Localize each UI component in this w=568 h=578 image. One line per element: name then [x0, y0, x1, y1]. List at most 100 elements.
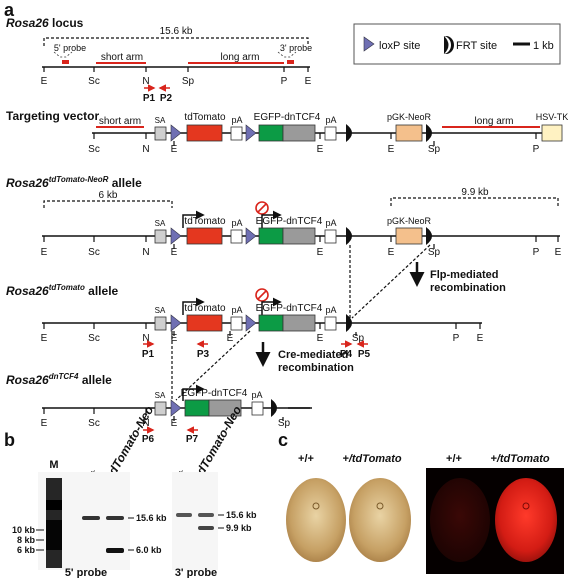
allele-neo-site-8: P: [533, 247, 540, 258]
frt-icon: [271, 399, 277, 417]
allele-neo-site-5: E: [317, 247, 324, 258]
flp-line1: Flp-mediated: [430, 269, 498, 281]
vector-site-3: E: [171, 144, 178, 155]
allele-neo-tdtomato: tdTomato: [184, 216, 226, 227]
fl-label-wt: +/+: [446, 453, 462, 465]
allele-dn-egfp: EGFP-dnTCF4: [181, 388, 248, 399]
cre-line2: recombination: [278, 362, 354, 374]
allele-neo-row: Rosa26tdTomato-NeoR allele 6 kb 9.9 kb S…: [6, 175, 562, 258]
band-5prime-6kb: [106, 548, 124, 553]
allele-td-title-sup: tdTomato: [49, 283, 85, 292]
vector-long-arm-label: long arm: [475, 116, 514, 127]
band-3prime-wt: [176, 513, 192, 517]
allele-td-pa-1: pA: [231, 305, 242, 315]
allele-neo-site-2: Sc: [88, 247, 100, 258]
allele-neo-site-7: Sp: [428, 247, 441, 258]
allele-neo-pgkneo: pGK-NeoR: [387, 216, 432, 226]
bf-label-het: +/tdTomato: [342, 453, 401, 465]
cre-step: Cre-mediated recombination: [171, 330, 354, 401]
loxp-icon: [170, 314, 182, 332]
vector-site-7: P: [533, 144, 540, 155]
promoter-arrow: [261, 297, 282, 315]
vector-site-6: Sp: [428, 144, 441, 155]
flp-line2: recombination: [430, 282, 506, 294]
loxp-icon: [245, 124, 257, 142]
allele-dn-title-rest: allele: [78, 373, 112, 387]
band-label-3-1: 15.6 kb: [226, 510, 257, 520]
frt-icon: [346, 314, 352, 332]
allele-td-site-3: N: [142, 333, 149, 344]
allele-neo-pa-2: pA: [325, 218, 336, 228]
locus-size-label: 15.6 kb: [160, 26, 193, 37]
allele-td-title-main: Rosa26: [6, 284, 49, 298]
allele-neo-title-rest: allele: [108, 176, 142, 190]
cre-line1: Cre-mediated: [278, 349, 348, 361]
allele-td-site-2: Sc: [88, 333, 100, 344]
allele-td-primer-1: P1: [142, 349, 155, 360]
embryo-wt-fluorescence: [430, 478, 490, 562]
loxp-legend-icon: [363, 36, 375, 52]
allele-neo-site-9: E: [555, 247, 562, 258]
frt-icon: [346, 124, 352, 142]
vector-tdtomato-label: tdTomato: [184, 112, 226, 123]
allele-td-title-rest: allele: [85, 284, 119, 298]
loxp-icon: [170, 124, 182, 142]
allele-dn-sa: SA: [155, 391, 166, 400]
allele-dn-site-5: Sp: [278, 418, 291, 429]
fluorescence-image: +/+ +/tdTomato: [426, 453, 564, 574]
legend-frt-text: FRT site: [456, 40, 497, 52]
panel-c-label: c: [278, 430, 288, 450]
allele-neo-title: Rosa26tdTomato-NeoR allele: [6, 175, 142, 190]
allele-td-site-9: E: [477, 333, 484, 344]
legend: loxP site FRT site 1 kb: [353, 23, 561, 65]
allele-dn-title-sup: dnTCF4: [49, 372, 79, 381]
embryo-wt-brightfield: [286, 478, 346, 562]
promoter-arrow: [182, 210, 205, 228]
ladder-8kb: 8 kb: [17, 535, 36, 545]
caption-3prime: 3' probe: [175, 567, 217, 578]
allele-dn-site-4: E: [171, 418, 178, 429]
locus-long-arm-label: long arm: [221, 52, 260, 63]
legend-loxp-text: loxP site: [379, 40, 420, 52]
allele-dn-primer-2: P7: [186, 434, 199, 445]
vector-site-1: Sc: [88, 144, 100, 155]
allele-neo-site-1: E: [41, 247, 48, 258]
vector-site-2: N: [142, 144, 149, 155]
locus-primer-1: P1: [143, 93, 156, 104]
locus-title-main: Rosa26: [6, 16, 49, 30]
vector-pgkneo-label: pGK-NeoR: [387, 112, 432, 122]
allele-td-site-7: Sp: [352, 333, 365, 344]
allele-neo-egfp: EGFP-dnTCF4: [256, 216, 323, 227]
ladder-6kb: 6 kb: [17, 545, 36, 555]
allele-dn-site-2: Sc: [88, 418, 100, 429]
promoter-arrow: [261, 210, 282, 228]
loxp-icon: [170, 399, 182, 417]
band-5prime-wt-het: [106, 516, 124, 520]
panel-b-label: b: [4, 430, 15, 450]
probe3-mark: [287, 60, 294, 64]
marker-label: M: [49, 459, 58, 471]
locus-site-1: E: [41, 76, 48, 87]
vector-pa-label-1: pA: [231, 115, 242, 125]
allele-dn-site-3: N: [142, 418, 149, 429]
embryo-het-brightfield: [349, 478, 411, 562]
allele-dn-primer-1: P6: [142, 434, 155, 445]
loxp-icon: [245, 314, 257, 332]
band-label-5-1: 15.6 kb: [136, 513, 167, 523]
locus-short-arm-label: short arm: [101, 52, 143, 63]
vector-site-5: E: [388, 144, 395, 155]
embryo-het-fluorescence: [495, 478, 557, 562]
promoter-arrow: [182, 297, 205, 315]
allele-td-primer-3: P4: [340, 349, 353, 360]
locus-probe3-label: 3' probe: [280, 43, 312, 53]
vector-short-arm-label: short arm: [99, 116, 141, 127]
southern-blot-5prime: M +/+ +/tdTomato-Neo 10 kb 8 kb 6 kb 15.…: [12, 404, 167, 578]
blocked-icon: [255, 288, 269, 302]
locus-primer-2: P2: [160, 93, 173, 104]
frt-icon: [426, 124, 432, 142]
band-3prime-9kb: [198, 526, 214, 530]
allele-td-site-4: E: [171, 333, 178, 344]
legend-scale-text: 1 kb: [533, 40, 554, 52]
vector-row: Targeting vector short arm long arm SA t…: [6, 109, 568, 155]
